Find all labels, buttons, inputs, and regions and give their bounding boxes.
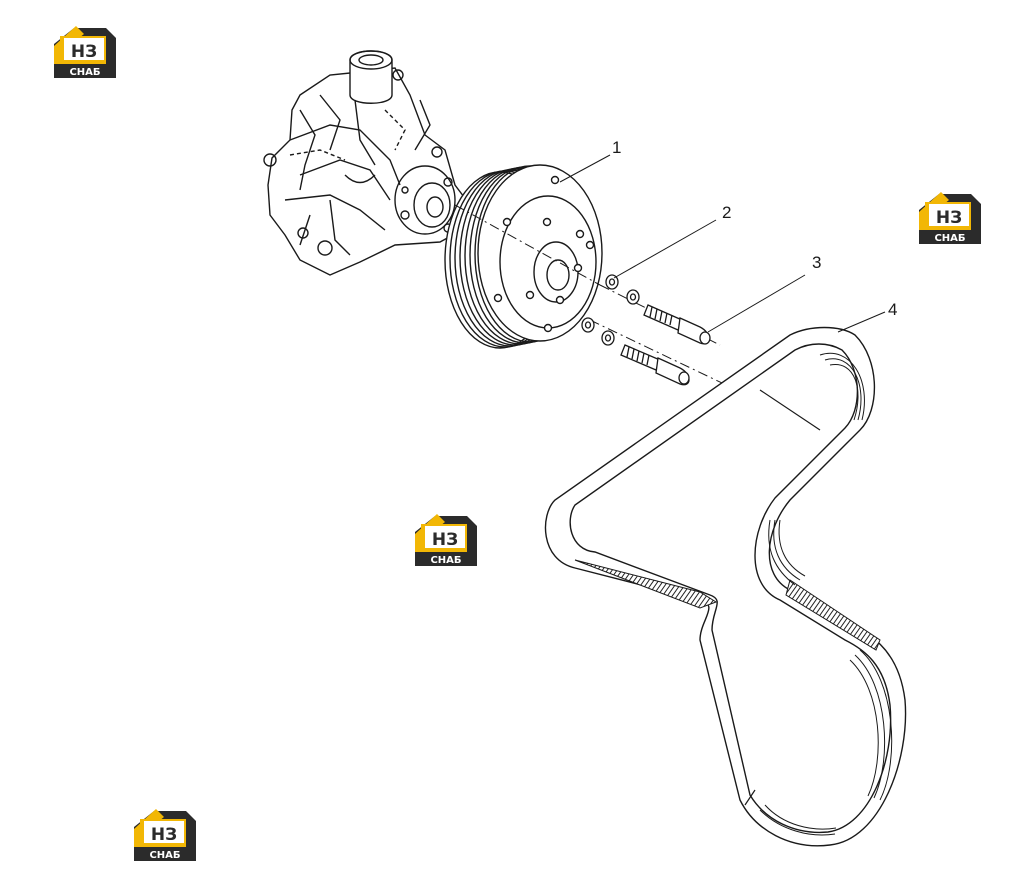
watermark-logo: НЗ СНАБ <box>54 26 116 78</box>
watermark-logo: НЗ СНАБ <box>415 514 477 566</box>
callout-2: 2 <box>722 203 731 222</box>
poly-v-belt <box>544 326 907 847</box>
svg-text:СНАБ: СНАБ <box>934 233 965 244</box>
callout-4: 4 <box>888 300 897 319</box>
svg-text:СНАБ: СНАБ <box>69 67 100 78</box>
svg-text:НЗ: НЗ <box>151 825 177 845</box>
svg-text:СНАБ: СНАБ <box>430 555 461 566</box>
washer <box>581 274 640 346</box>
watermark-logo: НЗ СНАБ <box>134 809 196 861</box>
bolt <box>620 304 711 386</box>
leader-lines <box>559 154 886 333</box>
callout-3: 3 <box>812 253 821 272</box>
svg-text:СНАБ: СНАБ <box>149 850 180 861</box>
watermark-logo: НЗ СНАБ <box>919 192 981 244</box>
svg-text:НЗ: НЗ <box>432 530 458 550</box>
svg-text:НЗ: НЗ <box>71 42 97 62</box>
svg-text:НЗ: НЗ <box>936 208 962 228</box>
callout-1: 1 <box>612 138 621 157</box>
belt-pulley <box>444 164 603 349</box>
water-pump-housing <box>263 50 471 276</box>
